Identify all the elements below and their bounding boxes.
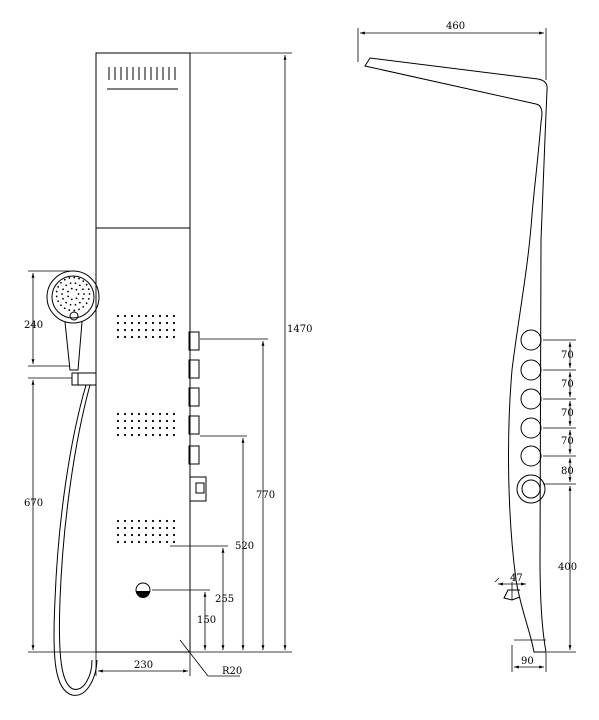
dim-label-47: 47 — [510, 573, 523, 584]
dim-spout: 47 — [498, 573, 526, 600]
dim-label-80: 80 — [561, 466, 574, 477]
dim-outlet-255: 255 — [170, 545, 234, 650]
tub-outlet — [135, 582, 151, 598]
dim-label-770: 770 — [256, 490, 275, 501]
control-knobs — [188, 331, 207, 502]
dim-width: 230 — [95, 652, 191, 676]
dim-label-255: 255 — [215, 594, 234, 605]
front-view: 1470 770 520 255 150 — [24, 52, 312, 696]
panel-profile — [364, 57, 548, 653]
dim-hand-shower-head: 240 — [24, 270, 70, 367]
dim-label-460: 460 — [446, 21, 465, 32]
dim-label-70-b: 70 — [561, 379, 574, 390]
dim-label-70-c: 70 — [561, 408, 574, 419]
dim-label-1470: 1470 — [287, 324, 312, 335]
dim-outlet-150: 150 — [152, 589, 216, 650]
body-jets — [116, 314, 176, 544]
side-knobs — [516, 329, 546, 504]
dim-diverter-height: 400 — [547, 486, 577, 653]
dim-outlet-520: 520 — [200, 435, 254, 650]
dim-outlet-770: 770 — [200, 338, 275, 650]
side-view: 460 70 70 70 70 80 400 — [357, 21, 577, 672]
dim-label-230: 230 — [134, 660, 153, 671]
dim-label-90: 90 — [521, 656, 534, 667]
dim-base-depth: 90 — [511, 645, 547, 672]
dim-total-height: 1470 — [190, 52, 312, 653]
dim-label-r20: R20 — [222, 666, 242, 677]
dim-label-150: 150 — [197, 615, 216, 626]
dim-label-70-a: 70 — [561, 350, 574, 361]
dim-hand-shower-height: 670 — [24, 377, 96, 653]
dim-label-400: 400 — [558, 562, 577, 573]
hand-shower — [46, 270, 100, 696]
dim-radius: R20 — [179, 639, 242, 677]
dim-label-520: 520 — [235, 541, 254, 552]
dim-label-70-d: 70 — [561, 436, 574, 447]
dim-depth-top: 460 — [357, 21, 547, 80]
dim-knob-spacing: 70 70 70 70 80 — [543, 339, 576, 485]
panel-body — [95, 52, 191, 653]
rain-shower-nozzles — [107, 67, 178, 90]
dim-label-670: 670 — [24, 498, 43, 509]
dim-label-240: 240 — [24, 320, 43, 331]
